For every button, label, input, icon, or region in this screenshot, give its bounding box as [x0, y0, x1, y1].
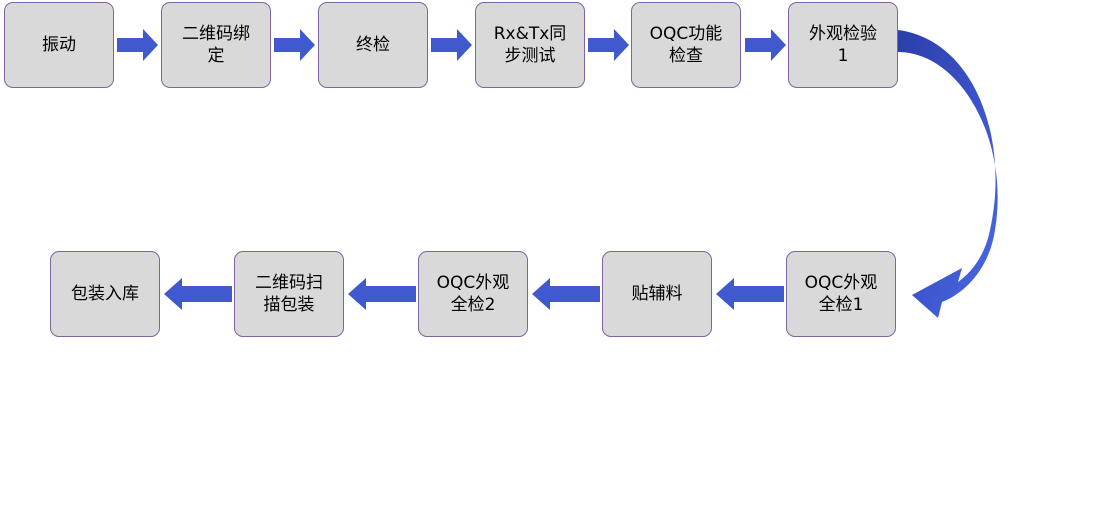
arrow-left-4: [164, 278, 232, 310]
step-oqc-appearance-full-2: OQC外观 全检2: [418, 251, 528, 337]
arrow-left-3: [348, 278, 416, 310]
step-rx-tx-sync-test: Rx&Tx同 步测试: [475, 2, 585, 88]
step-oqc-appearance-full-1: OQC外观 全检1: [786, 251, 896, 337]
step-pack-warehouse: 包装入库: [50, 251, 160, 337]
step-qr-binding: 二维码绑 定: [161, 2, 271, 88]
step-oqc-function-check: OQC功能 检查: [631, 2, 741, 88]
arrow-right-5: [745, 29, 786, 61]
arrow-left-1: [716, 278, 784, 310]
arrow-right-2: [274, 29, 315, 61]
arrow-right-1: [117, 29, 158, 61]
curved-arrow-down: [898, 30, 998, 318]
step-appearance-inspection-1: 外观检验 1: [788, 2, 898, 88]
arrow-right-4: [588, 29, 629, 61]
step-final-inspection: 终检: [318, 2, 428, 88]
arrow-left-2: [532, 278, 600, 310]
step-qr-scan-packaging: 二维码扫 描包装: [234, 251, 344, 337]
arrow-right-3: [431, 29, 472, 61]
step-apply-accessories: 贴辅料: [602, 251, 712, 337]
step-vibration: 振动: [4, 2, 114, 88]
